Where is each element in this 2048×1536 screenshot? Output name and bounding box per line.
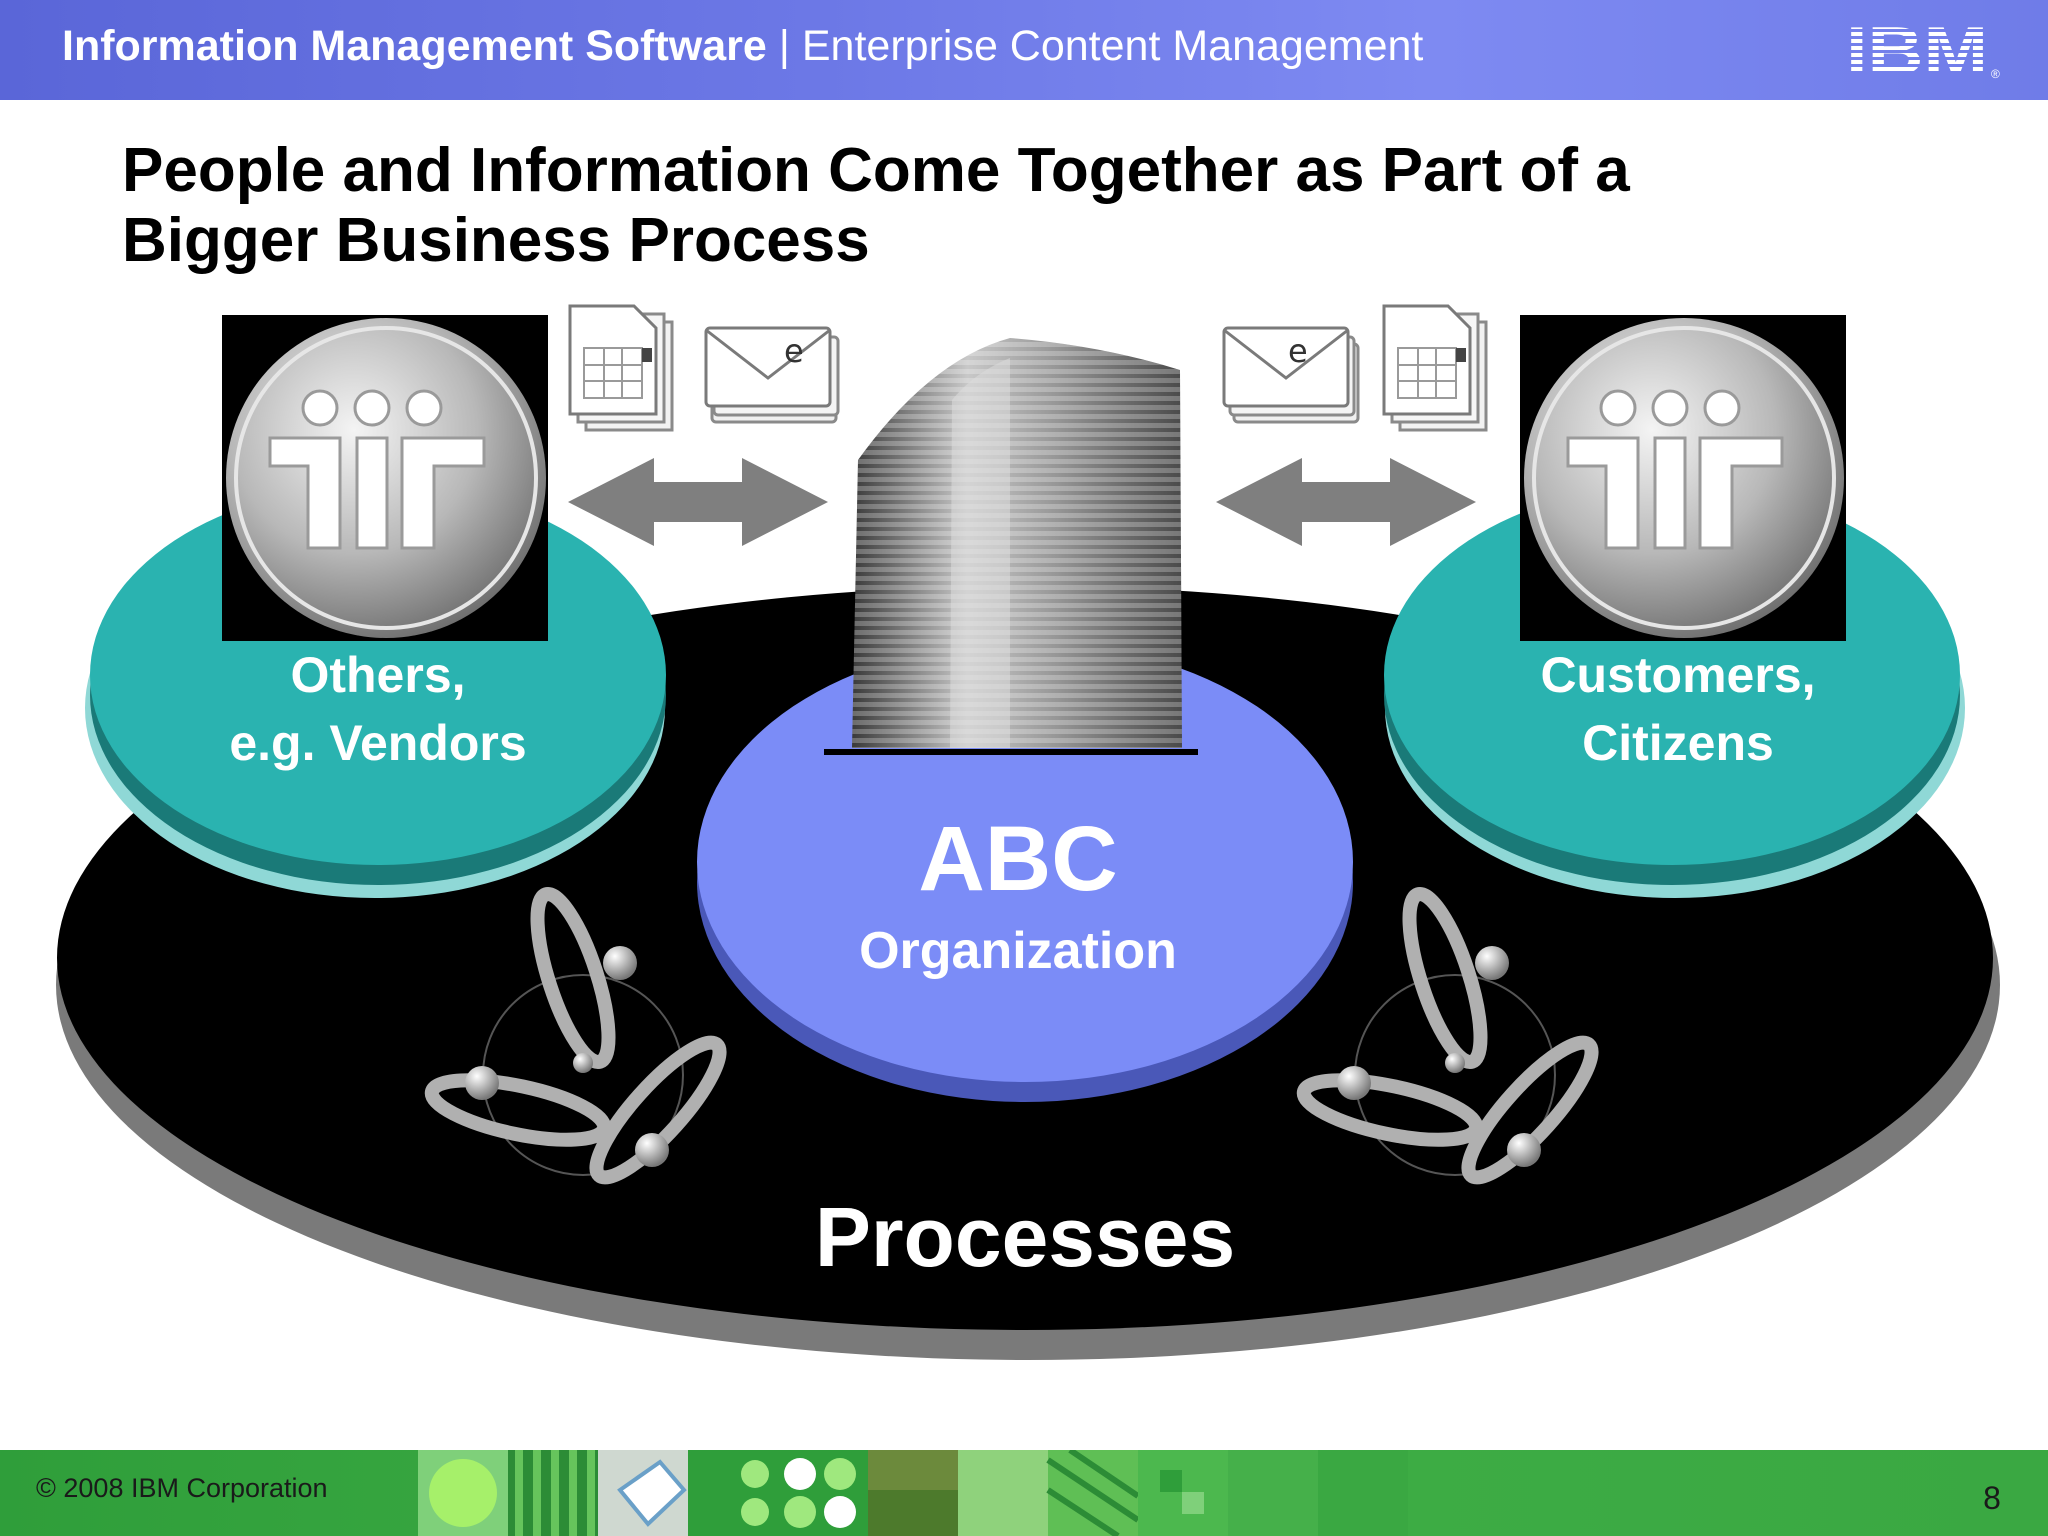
ibm-logo-registered: ® bbox=[1991, 67, 2000, 81]
ibm-logo-text: IBM bbox=[1846, 18, 1988, 82]
spreadsheet-document-icon bbox=[1382, 304, 1488, 432]
organization-title: ABC bbox=[918, 808, 1117, 910]
footer-image-strip bbox=[418, 1450, 1408, 1536]
building-icon bbox=[824, 338, 1198, 755]
organization-subtitle: Organization bbox=[859, 922, 1177, 980]
header-title: Information Management Software | Enterp… bbox=[62, 22, 1423, 71]
email-envelope-icon: e bbox=[704, 326, 840, 424]
slide-title: People and Information Come Together as … bbox=[122, 136, 1922, 276]
page-number: 8 bbox=[1983, 1480, 2001, 1516]
people-icon bbox=[1520, 315, 1846, 641]
copyright-text: © 2008 IBM Corporation bbox=[36, 1473, 328, 1503]
email-letter-e: e bbox=[1288, 332, 1308, 370]
slide-title-line-2: Bigger Business Process bbox=[122, 206, 870, 275]
header-title-regular: Enterprise Content Management bbox=[801, 22, 1424, 70]
email-letter-e: e bbox=[784, 332, 804, 370]
double-arrow-icon bbox=[1216, 458, 1476, 546]
email-envelope-icon: e bbox=[1222, 326, 1360, 424]
footer-bar bbox=[0, 1450, 2048, 1536]
process-orbit-icon bbox=[1296, 886, 1599, 1185]
spreadsheet-document-icon bbox=[568, 304, 674, 432]
process-orbit-icon bbox=[424, 886, 727, 1185]
customers-label-line-1: Customers, bbox=[1540, 647, 1815, 703]
header-bar: Information Management Software | Enterp… bbox=[0, 0, 2048, 100]
processes-label: Processes bbox=[815, 1190, 1235, 1284]
people-icon bbox=[222, 315, 548, 641]
customers-label-line-2: Citizens bbox=[1582, 715, 1774, 771]
vendors-label-line-1: Others, bbox=[290, 647, 465, 703]
header-title-bold: Information Management Software bbox=[62, 22, 767, 70]
ibm-logo-icon: IBM ® bbox=[1846, 18, 2000, 82]
slide-title-line-1: People and Information Come Together as … bbox=[122, 136, 1630, 205]
double-arrow-icon bbox=[568, 458, 828, 546]
vendors-label-line-2: e.g. Vendors bbox=[229, 715, 526, 771]
header-separator: | bbox=[766, 22, 802, 70]
